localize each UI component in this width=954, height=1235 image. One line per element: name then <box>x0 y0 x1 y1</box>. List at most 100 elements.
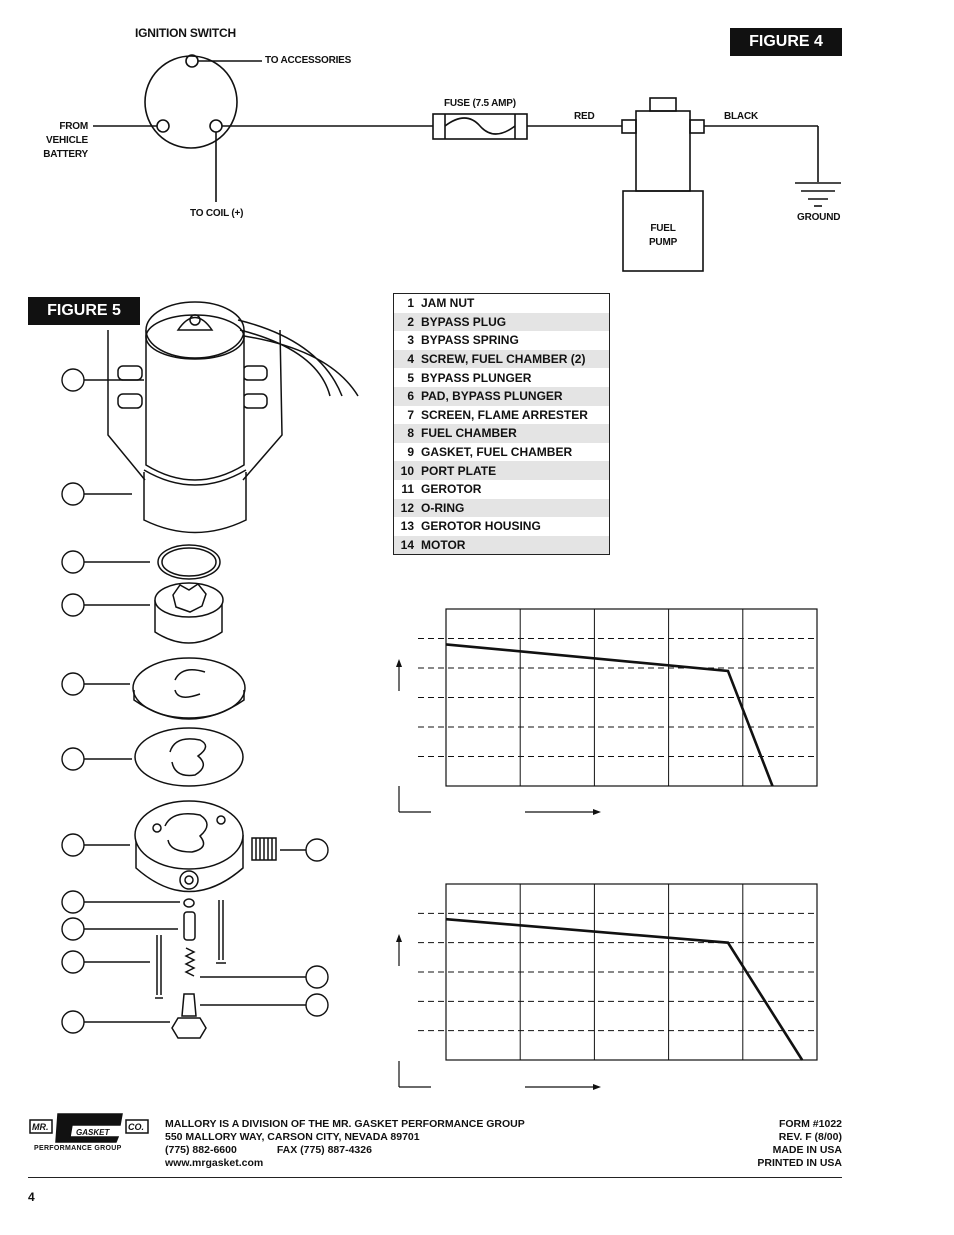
website-link[interactable]: www.mrgasket.com <box>165 1157 264 1169</box>
to-accessories-label: TO ACCESSORIES <box>265 55 352 66</box>
part-name: PORT PLATE <box>421 463 497 478</box>
y-arrow-head <box>396 659 402 667</box>
fuel-pump-box <box>622 190 704 272</box>
part-number: 3 <box>407 333 414 348</box>
part-row: 12 O-RING <box>394 498 609 518</box>
bypass-spring <box>184 947 196 977</box>
y-arrow-head <box>396 934 402 942</box>
part-row: 11 GEROTOR <box>394 480 609 499</box>
flow-curve <box>445 917 804 1061</box>
part-name: BYPASS PLUG <box>421 314 507 329</box>
x-arrow-head <box>593 809 601 815</box>
part-row: 1 JAM NUT <box>394 294 609 313</box>
part-number: 2 <box>407 314 414 329</box>
fax: FAX (775) 887-4326 <box>276 1144 372 1156</box>
part-name: FUEL CHAMBER <box>421 426 517 441</box>
part-name: PAD, BYPASS PLUNGER <box>421 389 563 404</box>
figure-5-tag: FIGURE 5 <box>28 297 140 325</box>
part-name: MOTOR <box>421 538 466 553</box>
part-name: O-RING <box>421 500 465 515</box>
gerotor-housing <box>143 472 247 534</box>
part-number: 10 <box>400 463 414 478</box>
part-number: 1 <box>407 296 414 311</box>
made-in: MADE IN USA <box>772 1144 842 1156</box>
fuel-pump-label: FUEL PUMP <box>623 222 703 250</box>
part-row: 4 SCREW, FUEL CHAMBER (2) <box>394 349 609 369</box>
chart-frame <box>445 608 818 787</box>
red-wire-label: RED <box>574 111 595 122</box>
gerotor <box>154 600 223 644</box>
fuel-pump-line-1: FUEL <box>650 223 676 234</box>
form-number: FORM #1022 <box>778 1118 842 1130</box>
logo-co: CO. <box>128 1122 145 1132</box>
part-number: 4 <box>407 352 414 367</box>
plunger-pad <box>183 898 195 908</box>
revision: REV. F (8/00) <box>778 1131 842 1143</box>
part-number: 5 <box>407 370 414 385</box>
part-number: 9 <box>407 445 414 460</box>
logo-group: PERFORMANCE GROUP <box>34 1145 122 1152</box>
part-number: 14 <box>400 538 414 553</box>
page-number: 4 <box>28 1190 35 1204</box>
figure-4-tag: FIGURE 4 <box>730 28 842 56</box>
part-name: SCREW, FUEL CHAMBER (2) <box>421 352 586 367</box>
address-line: 550 MALLORY WAY, CARSON CITY, NEVADA 897… <box>165 1131 420 1143</box>
fuse-label: FUSE (7.5 AMP) <box>444 98 516 109</box>
from-battery-line-2: VEHICLE <box>46 135 88 146</box>
part-name: GASKET, FUEL CHAMBER <box>421 445 573 460</box>
part-number: 7 <box>407 407 414 422</box>
footer-rule <box>28 1177 842 1178</box>
logo-gasket: GASKET <box>76 1128 110 1137</box>
motor-body <box>145 330 245 481</box>
chart-frame <box>445 883 818 1061</box>
screw-b <box>216 900 226 964</box>
flow-curve <box>445 643 774 787</box>
part-row: 10 PORT PLATE <box>394 461 609 480</box>
from-battery-line-1: FROM <box>59 121 88 132</box>
from-battery-label: FROM VEHICLE BATTERY <box>40 120 88 162</box>
ignition-switch-label: IGNITION SWITCH <box>135 26 236 40</box>
jam-nut <box>171 1017 207 1039</box>
fuel-chamber <box>135 835 244 893</box>
part-row: 9 GASKET, FUEL CHAMBER <box>394 443 609 462</box>
part-name: GEROTOR <box>421 482 482 497</box>
part-name: SCREEN, FLAME ARRESTER <box>421 407 588 422</box>
form-info: FORM #1022 REV. F (8/00) MADE IN USA PRI… <box>700 1118 842 1170</box>
x-arrow-head <box>593 1084 601 1090</box>
part-row: 5 BYPASS PLUNGER <box>394 368 609 387</box>
part-number: 11 <box>401 482 414 497</box>
company-info: MALLORY IS A DIVISION OF THE MR. GASKET … <box>165 1118 525 1170</box>
phone: (775) 882-6600 <box>165 1144 237 1156</box>
part-row: 7 SCREEN, FLAME ARRESTER <box>394 406 609 425</box>
part-name: JAM NUT <box>421 296 475 311</box>
part-row: 3 BYPASS SPRING <box>394 331 609 350</box>
part-number: 13 <box>400 519 414 534</box>
part-row: 14 MOTOR <box>394 535 609 555</box>
wiring-diagram <box>93 54 841 272</box>
bypass-plunger <box>183 911 196 941</box>
part-row: 2 BYPASS PLUG <box>394 312 609 332</box>
part-name: BYPASS SPRING <box>421 333 519 348</box>
part-number: 12 <box>400 500 414 515</box>
gasket <box>134 727 244 787</box>
part-number: 8 <box>407 426 414 441</box>
printed-in: PRINTED IN USA <box>757 1157 842 1169</box>
motor-bracket <box>107 329 283 481</box>
part-row: 8 FUEL CHAMBER <box>394 424 609 443</box>
part-name: GEROTOR HOUSING <box>421 519 541 534</box>
o-ring <box>157 544 221 580</box>
ignition-switch-body <box>144 55 238 149</box>
ground-label: GROUND <box>797 212 841 223</box>
logo-mr: MR. <box>32 1122 49 1132</box>
part-name: BYPASS PLUNGER <box>421 370 532 385</box>
bypass-plug <box>181 993 197 1017</box>
from-battery-line-3: BATTERY <box>43 149 88 160</box>
company-line: MALLORY IS A DIVISION OF THE MR. GASKET … <box>165 1118 525 1130</box>
fuel-pump-line-2: PUMP <box>648 237 678 248</box>
exploded-view-drawing <box>61 301 359 1039</box>
black-wire-label: BLACK <box>724 111 758 122</box>
part-number: 6 <box>407 389 414 404</box>
